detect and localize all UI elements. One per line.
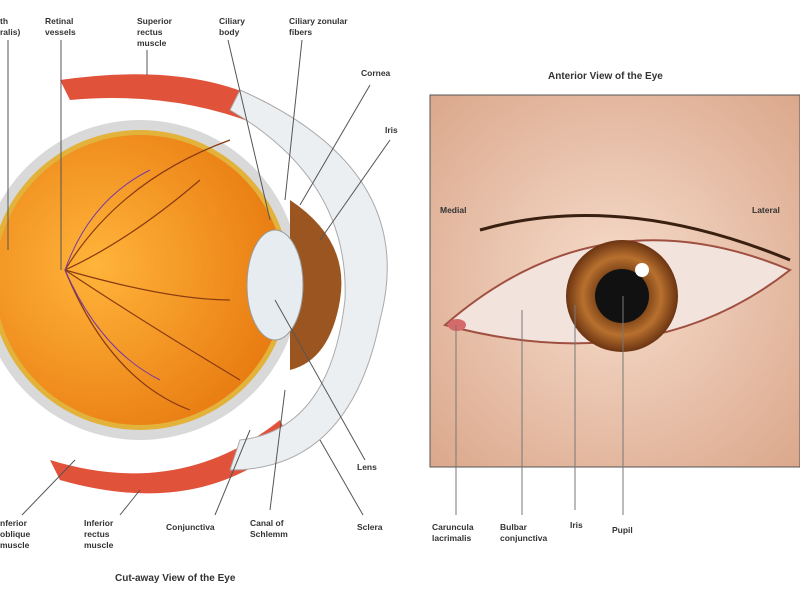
label-canal-schlemm: Canal of Schlemm [250,518,288,539]
label-retinal-vessels: Retinal vessels [45,16,76,37]
label-inferior-rectus: Inferior rectus muscle [84,518,114,550]
label-sclera: Sclera [357,522,383,532]
label-bulbar-conjunctiva: Bulbar conjunctiva [500,522,548,543]
label-cornea: Cornea [361,68,391,78]
label-fovea-partial: th ralis) [0,16,21,37]
label-medial: Medial [440,205,467,215]
label-ciliary-body: Ciliary body [219,16,245,37]
label-conjunctiva: Conjunctiva [166,522,215,532]
anterior-eye-drawing [429,94,800,468]
label-inferior-oblique: nferior oblique muscle [0,518,31,550]
label-superior-rectus: Superior rectus muscle [137,16,172,48]
cutaway-eye-drawing [0,74,388,494]
label-caruncula: Caruncula lacrimalis [432,522,474,543]
label-pupil: Pupil [612,525,633,535]
label-lens: Lens [357,462,377,472]
label-iris-anterior: Iris [570,520,583,530]
label-iris-cutaway: Iris [385,125,398,135]
cutaway-leader-lines [7,39,391,516]
anterior-leader-lines [455,296,624,515]
anterior-title: Anterior View of the Eye [548,71,663,82]
cutaway-title: Cut-away View of the Eye [115,573,236,584]
label-ciliary-zonular: Ciliary zonular fibers [289,16,348,37]
label-lateral: Lateral [752,205,780,215]
